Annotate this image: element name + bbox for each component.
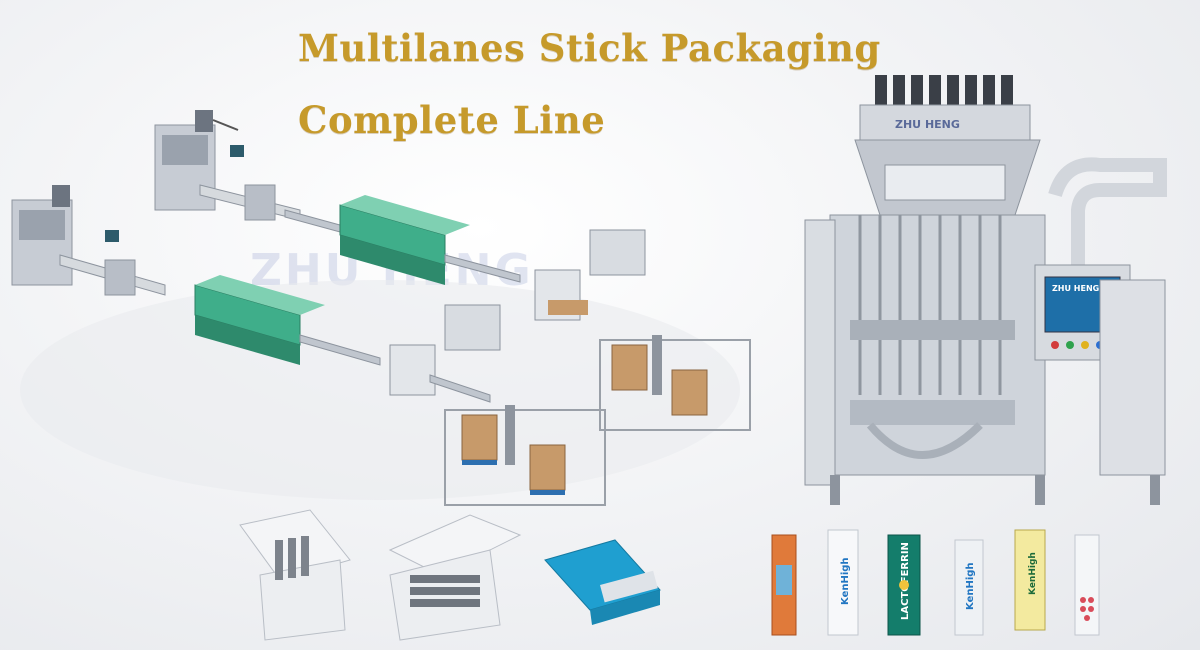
palletizer-right [599, 335, 751, 431]
packaging-line-illustration [11, 110, 751, 506]
headline-line-2: Complete Line [298, 98, 606, 142]
headline-line-1: Multilanes Stick Packaging [298, 26, 881, 70]
blue-carton [544, 539, 661, 625]
stick-pack-kenhigh-white: KenHigh [827, 529, 859, 636]
machine-badge: ZHU HENG [895, 118, 960, 131]
open-carton-2 [388, 514, 522, 641]
stick-pack-dotted [1074, 534, 1100, 636]
stick-pack-kenhigh-clear: KenHigh [954, 539, 984, 636]
cartoner-lower [194, 275, 325, 365]
stick-pack-lactoferrin: LACTOFERRIN [887, 534, 921, 636]
kenhigh-label-1: KenHigh [840, 557, 851, 605]
stick-pack-kenhigh-gold: KenHigh [1014, 529, 1046, 631]
multilane-stick-machine: ZHU HENG ZHU HENG [804, 75, 1167, 505]
stick-machine-lower [11, 185, 119, 286]
palletizer-left [444, 405, 606, 506]
stick-pack-orange [771, 534, 797, 636]
stick-pack-samples: KenHigh LACTOFERRIN KenHigh KenHigh [771, 529, 1100, 636]
carton-samples [239, 509, 661, 641]
kenhigh-label-2: KenHigh [965, 562, 976, 610]
stick-machine-upper [154, 110, 244, 211]
panel-badge: ZHU HENG [1052, 284, 1099, 293]
kenhigh-label-3: KenHigh [1028, 552, 1038, 595]
cartoner-upper [339, 195, 470, 285]
open-carton-1 [239, 509, 351, 641]
